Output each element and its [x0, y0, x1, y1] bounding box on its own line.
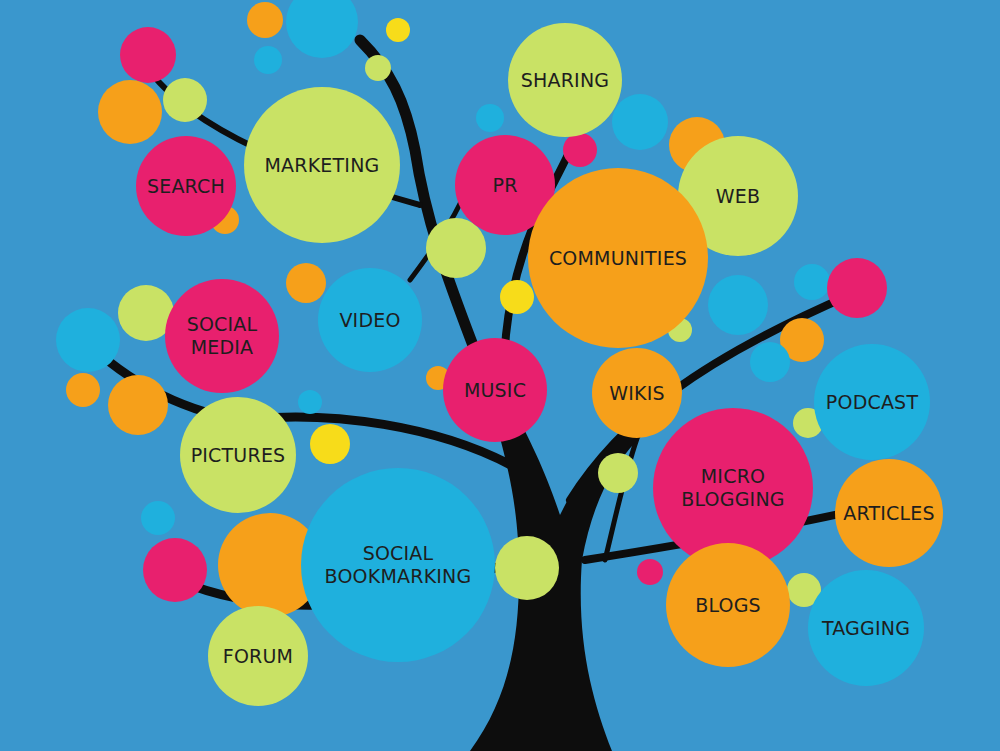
bubble-text-group: VIDEO — [339, 309, 400, 332]
decor-dot — [286, 263, 326, 303]
bubble-node: WIKIS — [592, 348, 682, 438]
decor-dot — [750, 342, 790, 382]
decor-dot — [254, 46, 282, 74]
bubble-label: SHARING — [521, 69, 610, 92]
decor-dot — [495, 536, 559, 600]
bubble-text-group: SOCIAL MEDIA — [177, 313, 267, 359]
bubble-label: SOCIAL MEDIA — [177, 313, 267, 359]
bubble-label: MICRO BLOGGING — [663, 465, 803, 511]
bubble-label: COMMUNITIES — [549, 247, 687, 270]
bubble-text-group: SHARING — [521, 69, 610, 92]
decor-dot — [794, 264, 830, 300]
bubble-label: SOCIAL BOOKMARKING — [311, 542, 486, 588]
decor-dot — [708, 275, 768, 335]
decor-dot — [386, 18, 410, 42]
bubble-text-group: SEARCH — [147, 175, 225, 198]
bubble-node: SHARING — [508, 23, 622, 137]
bubble-text-group: PODCAST — [826, 391, 918, 414]
decor-dot — [476, 104, 504, 132]
bubble-text-group: FORUM — [223, 645, 293, 668]
decor-dot — [247, 2, 283, 38]
bubble-label: PR — [492, 174, 517, 197]
bubble-label: MARKETING — [264, 154, 379, 177]
bubble-text-group: PR — [492, 174, 517, 197]
bubble-label: VIDEO — [339, 309, 400, 332]
bubble-text-group: MARKETING — [264, 154, 379, 177]
bubble-node: VIDEO — [318, 268, 422, 372]
bubble-label: FORUM — [223, 645, 293, 668]
bubble-label: WEB — [716, 185, 760, 208]
bubble-node: TAGGING — [808, 570, 924, 686]
bubble-node: MARKETING — [244, 87, 400, 243]
decor-dot — [365, 55, 391, 81]
bubble-text-group: PICTURES — [191, 444, 286, 467]
decor-dot — [827, 258, 887, 318]
decor-dot — [141, 501, 175, 535]
bubble-text-group: WIKIS — [609, 382, 665, 405]
bubble-label: WIKIS — [609, 382, 665, 405]
decor-dot — [286, 0, 358, 58]
bubble-node: MUSIC — [443, 338, 547, 442]
bubble-node: FORUM — [208, 606, 308, 706]
decor-dot — [298, 390, 322, 414]
decor-dot — [163, 78, 207, 122]
bubble-node: ARTICLES — [835, 459, 943, 567]
bubble-label: PODCAST — [826, 391, 918, 414]
decor-dot — [598, 453, 638, 493]
bubble-node: SEARCH — [136, 136, 236, 236]
bubble-text-group: SOCIAL BOOKMARKING — [311, 542, 486, 588]
decor-dot — [500, 280, 534, 314]
bubble-text-group: TAGGING — [822, 617, 910, 640]
bubble-text-group: WEB — [716, 185, 760, 208]
bubble-text-group: MICRO BLOGGING — [663, 465, 803, 511]
bubble-node: SOCIAL MEDIA — [165, 279, 279, 393]
bubble-text-group: ARTICLES — [843, 502, 935, 525]
bubble-label: BLOGS — [695, 594, 761, 617]
decor-dot — [563, 133, 597, 167]
decor-dot — [66, 373, 100, 407]
bubble-node: SOCIAL BOOKMARKING — [301, 468, 495, 662]
decor-dot — [98, 80, 162, 144]
decor-dot — [108, 375, 168, 435]
bubble-label: SEARCH — [147, 175, 225, 198]
decor-dot — [310, 424, 350, 464]
bubble-node: COMMUNITIES — [528, 168, 708, 348]
decor-dot — [56, 308, 120, 372]
decor-dot — [120, 27, 176, 83]
decor-dot — [612, 94, 668, 150]
bubble-node: PODCAST — [814, 344, 930, 460]
bubble-node: PICTURES — [180, 397, 296, 513]
bubble-text-group: MUSIC — [464, 379, 526, 402]
bubble-text-group: BLOGS — [695, 594, 761, 617]
decor-dot — [637, 559, 663, 585]
decor-dot — [143, 538, 207, 602]
bubble-node: BLOGS — [666, 543, 790, 667]
bubble-label: ARTICLES — [843, 502, 935, 525]
bubble-label: TAGGING — [822, 617, 910, 640]
bubble-text-group: COMMUNITIES — [549, 247, 687, 270]
bubble-label: MUSIC — [464, 379, 526, 402]
bubble-label: PICTURES — [191, 444, 286, 467]
